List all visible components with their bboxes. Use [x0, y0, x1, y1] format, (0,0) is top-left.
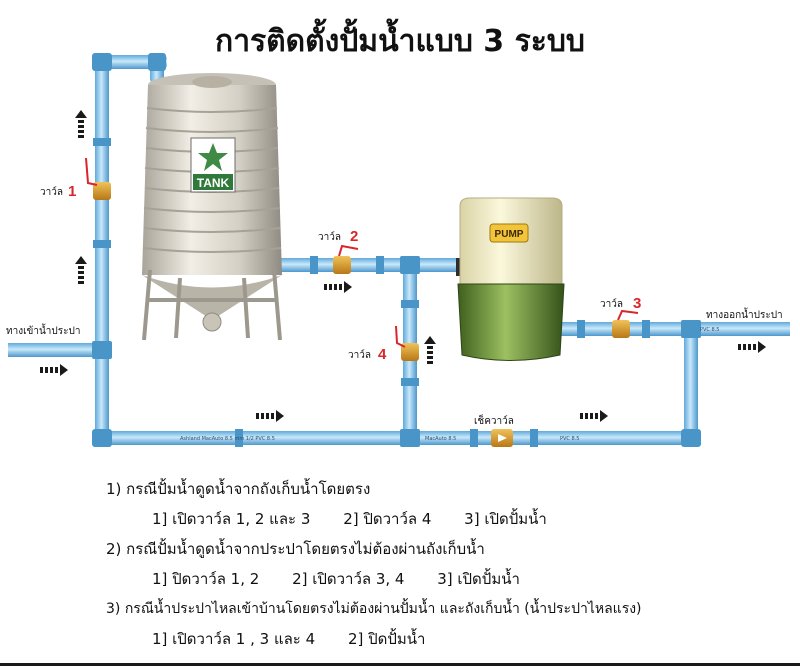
valve-4-label: วาว์ล	[348, 349, 371, 361]
installation-diagram: Ashland MacAuto 8.5 mm 1/2 PVC 8.5 MacAu…	[6, 53, 790, 447]
valve-4[interactable]	[395, 325, 419, 361]
case-2-heading: 2) กรณีปั้มน้ำดูดน้ำจากประปาโดยตรงไม่ต้อ…	[106, 540, 485, 558]
pipe-tank-to-pump	[276, 258, 466, 272]
pipe-left-riser	[95, 55, 109, 445]
svg-text:PVC 8.5: PVC 8.5	[700, 327, 719, 333]
pipe-right-riser	[684, 322, 698, 445]
case-3-heading: 3) กรณีน้ำประปาไหลเข้าบ้านโดยตรงไม่ต้องผ…	[106, 601, 642, 617]
inlet-label: ทางเข้าน้ำประปา	[6, 323, 80, 337]
svg-text:MacAuto 8.5: MacAuto 8.5	[425, 436, 456, 442]
flow-arrow-icon	[40, 364, 68, 376]
case-3-step-1: 1] เปิดวาว์ล 1 , 3 และ 4	[152, 630, 316, 648]
valve-2[interactable]	[333, 244, 359, 274]
svg-text:Ashland MacAuto 8.5 mm 1/2: Ashland MacAuto 8.5 mm 1/2 PVC 8.5	[180, 436, 275, 442]
valve-1-number: 1	[68, 183, 76, 200]
case-2-step-2: 2] เปิดวาว์ล 3, 4	[292, 570, 405, 588]
valve-icon	[612, 320, 630, 338]
check-valve[interactable]	[491, 429, 513, 447]
tank-label: TANK	[197, 176, 230, 190]
valve-3[interactable]	[612, 309, 639, 338]
flow-arrow-icon	[75, 110, 87, 138]
flow-arrow-icon	[324, 281, 352, 293]
tank-icon: TANK	[142, 73, 282, 341]
pump-icon: PUMP	[456, 197, 565, 361]
case-1-steps: 1] เปิดวาว์ล 1, 2 และ 3 2] ปิดวาว์ล 4 3]…	[106, 508, 796, 530]
case-1-heading: 1) กรณีปั้มน้ำดูดน้ำจากถังเก็บน้ำโดยตรง	[106, 480, 371, 498]
page-title: การติดตั้งปั้มน้ำแบบ 3 ระบบ	[215, 24, 585, 59]
valve-icon	[401, 343, 419, 361]
flow-arrow-icon	[424, 336, 436, 364]
case-2-step-1: 1] ปิดวาว์ล 1, 2	[152, 570, 260, 588]
valve-4-number: 4	[378, 346, 387, 363]
pipe-network: Ashland MacAuto 8.5 mm 1/2 PVC 8.5 MacAu…	[8, 53, 790, 447]
flow-arrow-icon	[256, 410, 284, 422]
pump-label: PUMP	[495, 229, 524, 240]
outlet-label: ทางออกน้ำประปา	[706, 307, 783, 321]
valve-1-label: วาว์ล	[40, 186, 63, 198]
case-2-step-3: 3] เปิดปั้มน้ำ	[437, 570, 520, 588]
flow-arrow-icon	[738, 341, 766, 353]
valve-2-number: 2	[350, 228, 358, 245]
valve-1[interactable]	[85, 157, 111, 200]
case-1-step-1: 1] เปิดวาว์ล 1, 2 และ 3	[152, 510, 311, 528]
case-3-step-2: 2] ปิดปั้มน้ำ	[347, 630, 426, 648]
flow-arrow-icon	[580, 410, 608, 422]
valve-icon	[93, 182, 111, 200]
case-1-step-2: 2] ปิดวาว์ล 4	[343, 510, 432, 528]
pipe-inlet	[8, 343, 104, 357]
instruction-list: 1) กรณีปั้มน้ำดูดน้ำจากถังเก็บน้ำโดยตรง …	[106, 478, 796, 658]
case-1-step-3: 3] เปิดปั้มน้ำ	[464, 510, 547, 528]
valve-3-number: 3	[633, 295, 641, 312]
case-2-steps: 1] ปิดวาว์ล 1, 2 2] เปิดวาว์ล 3, 4 3] เป…	[106, 568, 796, 590]
star-icon	[198, 143, 228, 171]
flow-arrow-icon	[75, 256, 87, 284]
case-3-steps: 1] เปิดวาว์ล 1 , 3 และ 4 2] ปิดปั้มน้ำ	[106, 628, 796, 650]
pipe-bottom-main	[95, 431, 700, 445]
check-valve-label: เช็ควาว์ล	[474, 413, 514, 427]
valve-2-label: วาว์ล	[318, 231, 341, 243]
valve-icon	[333, 256, 351, 274]
pipe-outlet	[560, 322, 790, 336]
valve-3-label: วาว์ล	[600, 298, 623, 310]
svg-text:PVC 8.5: PVC 8.5	[560, 436, 579, 442]
